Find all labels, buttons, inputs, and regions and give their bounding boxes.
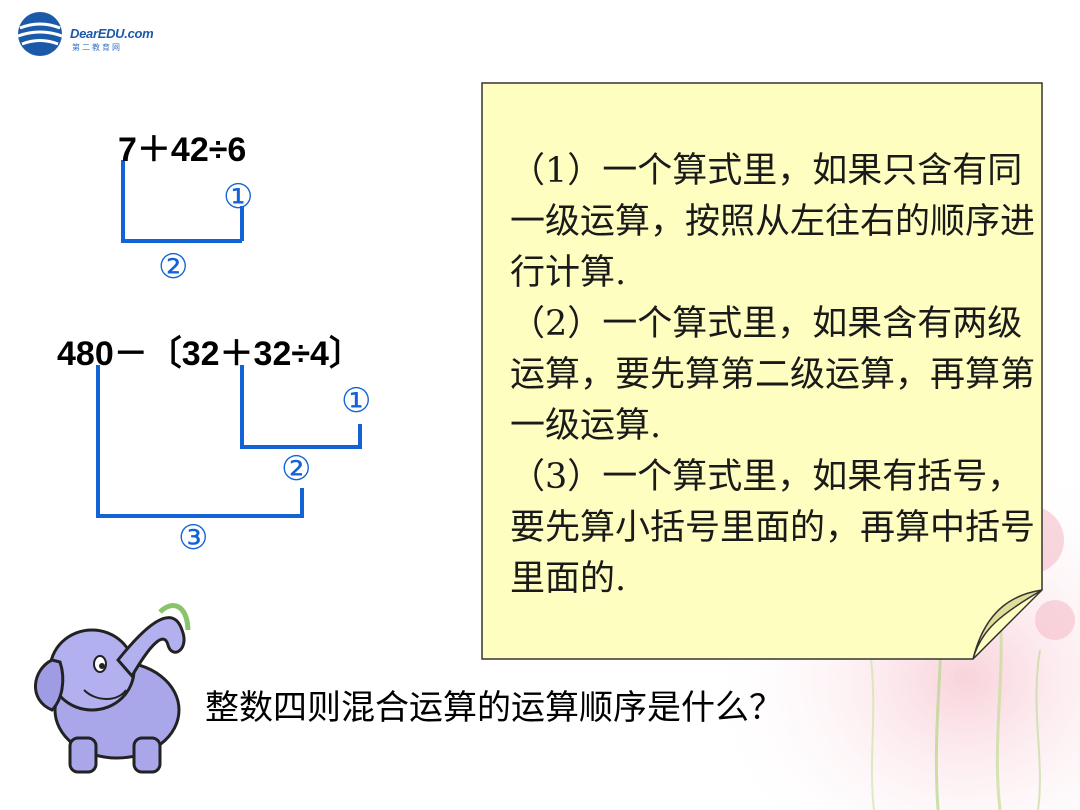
expr2-step-3-label: ③ — [178, 518, 209, 558]
rules-text: （1）一个算式里，如果只含有同一级运算，按照从左往右的顺序进行计算. （2）一个… — [510, 146, 1045, 605]
question-text: 整数四则混合运算的运算顺序是什么？ — [205, 688, 783, 728]
rules-note — [481, 82, 1043, 660]
expr2-step-2-label: ② — [281, 449, 312, 489]
expr1-step-2-label: ② — [158, 247, 189, 287]
elephant-icon — [34, 603, 191, 774]
expr1-step-1-label: ① — [223, 177, 254, 217]
expr2-bracket-step2 — [96, 365, 304, 518]
expression-2: 480－〔32＋32÷4〕 — [57, 335, 363, 373]
rule-1: （1）一个算式里，如果只含有同一级运算，按照从左往右的顺序进行计算. — [510, 151, 1036, 293]
rule-3: （3）一个算式里，如果有括号，要先算小括号里面的，再算中括号里面的. — [510, 457, 1036, 599]
expression-1: 7＋42÷6 — [118, 131, 247, 169]
logo-brand: DearEDU.com — [70, 26, 154, 41]
expr2-step-1-label: ① — [341, 381, 372, 421]
logo-subtitle: 第二教育网 — [72, 43, 122, 52]
globe-logo-icon — [17, 12, 63, 56]
rule-2: （2）一个算式里，如果含有两级运算，要先算第二级运算，再算第一级运算. — [510, 304, 1036, 446]
logo: DearEDU.com 第二教育网 — [14, 10, 174, 58]
